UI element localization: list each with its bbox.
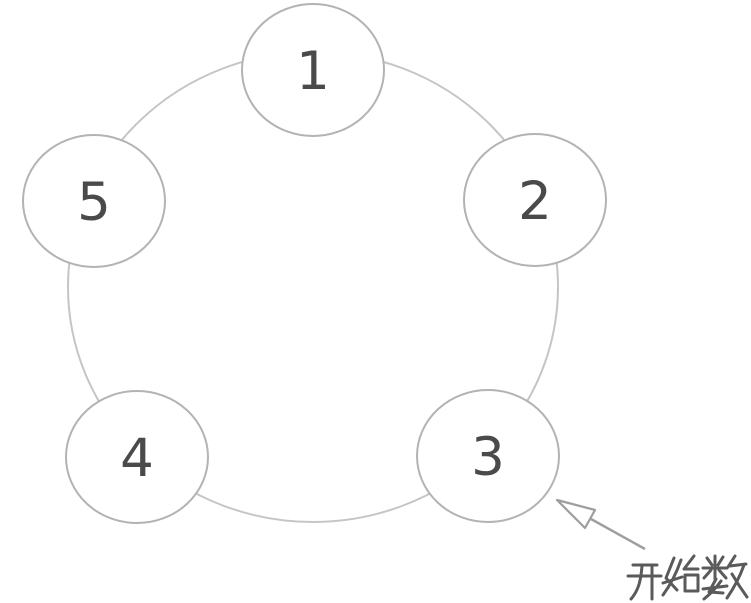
node-4: 4 — [65, 390, 209, 524]
node-circle — [65, 390, 209, 524]
glyph-shu — [701, 554, 749, 601]
node-circle — [463, 133, 607, 267]
glyph-shi — [661, 554, 700, 597]
node-circle — [416, 389, 560, 523]
node-5: 5 — [22, 134, 166, 268]
start-label-glyphs — [626, 554, 749, 601]
node-3: 3 — [416, 389, 560, 523]
arrow-head-icon — [555, 498, 597, 530]
start-arrow — [555, 498, 646, 551]
node-1: 1 — [241, 3, 385, 137]
glyph-kai — [626, 563, 663, 601]
node-label: 5 — [77, 172, 111, 233]
node-label: 1 — [296, 41, 330, 102]
arrow-shaft — [590, 517, 646, 551]
node-circle — [22, 134, 166, 268]
node-circle — [241, 3, 385, 137]
node-label: 4 — [120, 428, 154, 489]
node-label: 3 — [471, 427, 505, 488]
node-label: 2 — [518, 171, 552, 232]
node-2: 2 — [463, 133, 607, 267]
